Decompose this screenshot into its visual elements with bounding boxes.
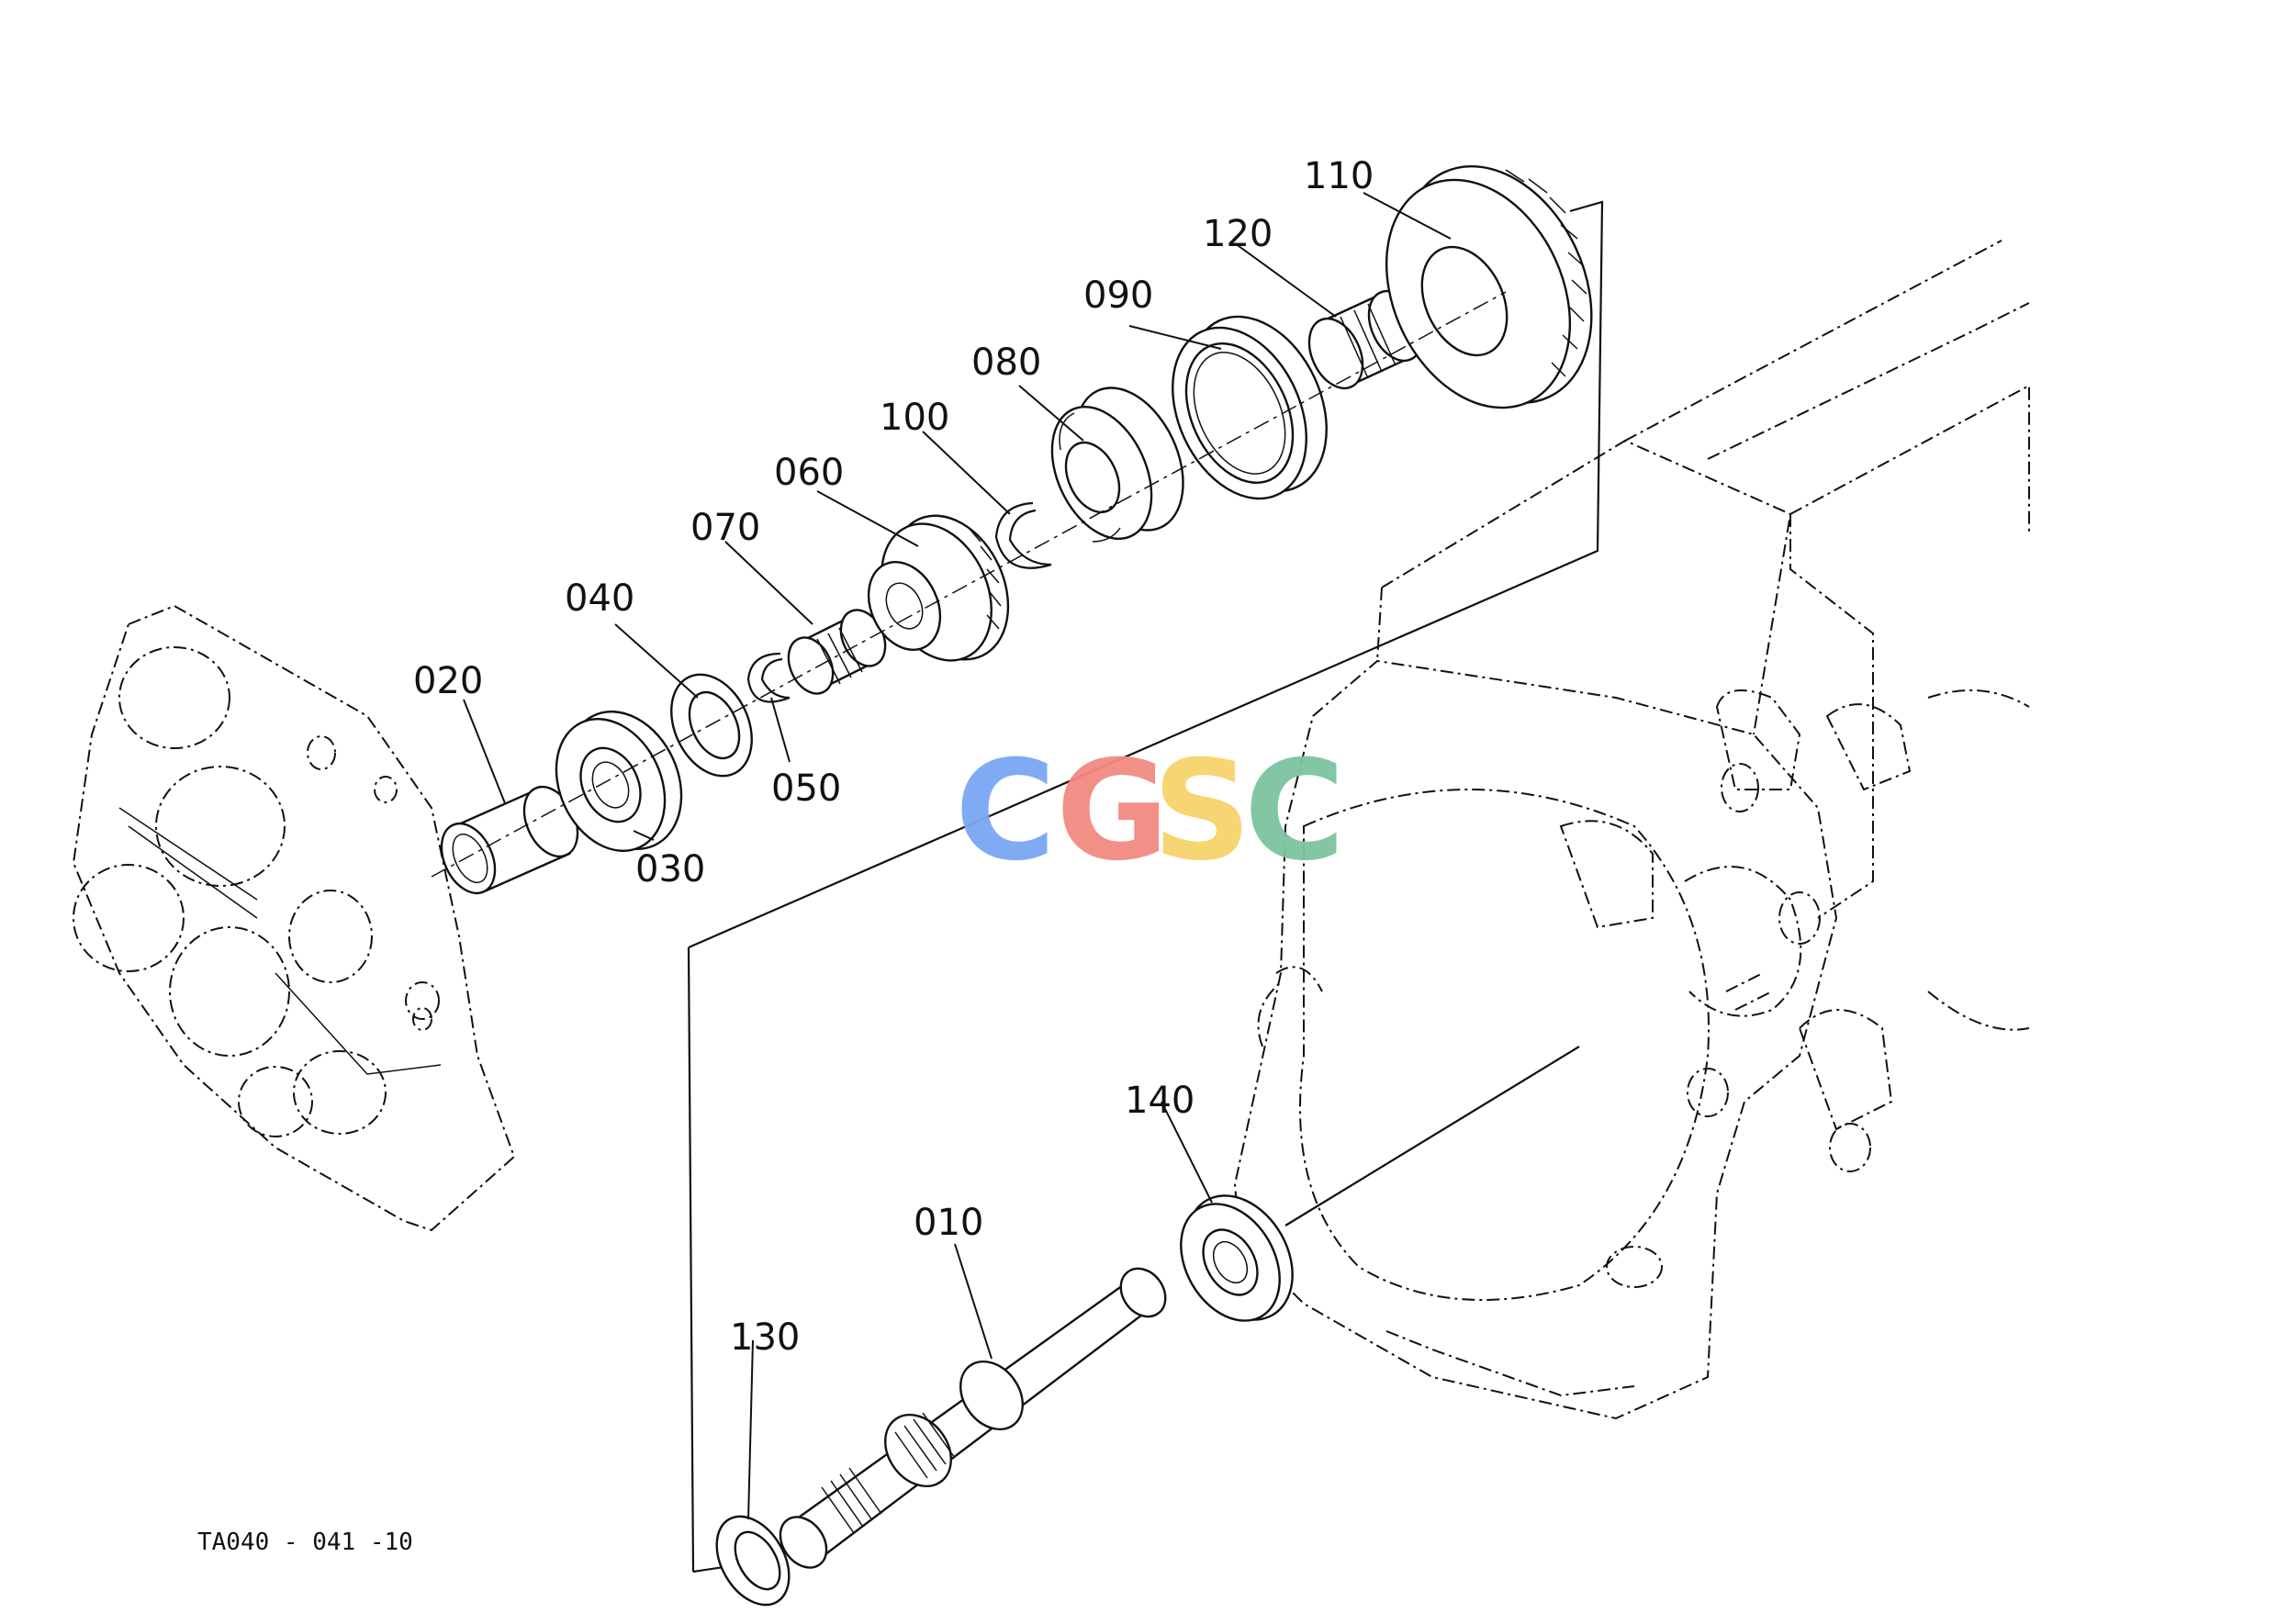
shaft-splines bbox=[821, 1412, 956, 1534]
label-140: 140 bbox=[1125, 1080, 1195, 1122]
label-040: 040 bbox=[565, 577, 634, 620]
part-110-gear bbox=[1385, 165, 1593, 409]
part-020-needle-bearing bbox=[440, 785, 579, 895]
watermark: C G S C bbox=[955, 732, 1345, 891]
gear-060-teeth bbox=[968, 527, 1002, 630]
part-140-bearing bbox=[1180, 1194, 1294, 1322]
part-060-gear bbox=[867, 514, 1010, 662]
drawing-code: TA040 - 041 -10 bbox=[197, 1529, 413, 1556]
part-070-needle-bearing bbox=[787, 609, 887, 695]
part-080-hub bbox=[1050, 386, 1184, 543]
label-100: 100 bbox=[880, 397, 949, 439]
label-030: 030 bbox=[635, 848, 705, 890]
label-090: 090 bbox=[1083, 274, 1153, 317]
label-080: 080 bbox=[971, 342, 1041, 384]
watermark-letter-2: G bbox=[1056, 732, 1169, 891]
label-050: 050 bbox=[771, 767, 841, 810]
label-070: 070 bbox=[690, 507, 760, 549]
transmission-case bbox=[1233, 240, 2030, 1420]
part-010-shaft bbox=[779, 1267, 1167, 1569]
label-110: 110 bbox=[1304, 155, 1374, 197]
label-130: 130 bbox=[730, 1316, 800, 1359]
front-cover-housing bbox=[72, 604, 516, 1232]
part-130-washer bbox=[715, 1515, 791, 1607]
part-030-bearing bbox=[555, 710, 683, 853]
part-labels: 010 020 030 040 050 060 070 080 090 100 … bbox=[413, 155, 1374, 1359]
label-020: 020 bbox=[413, 660, 483, 702]
part-050-snap-ring bbox=[746, 652, 791, 703]
gear-110-teeth bbox=[1505, 169, 1587, 377]
label-010: 010 bbox=[914, 1202, 983, 1244]
part-040-washer bbox=[670, 673, 753, 778]
watermark-letter-4: C bbox=[1244, 732, 1345, 891]
part-100-snap-ring bbox=[994, 501, 1052, 569]
watermark-letter-1: C bbox=[955, 732, 1056, 891]
label-060: 060 bbox=[774, 452, 844, 494]
part-120-needle-bearing bbox=[1307, 289, 1424, 390]
leader-lines bbox=[463, 192, 1452, 1520]
label-120: 120 bbox=[1203, 213, 1273, 255]
watermark-letter-3: S bbox=[1152, 732, 1251, 891]
